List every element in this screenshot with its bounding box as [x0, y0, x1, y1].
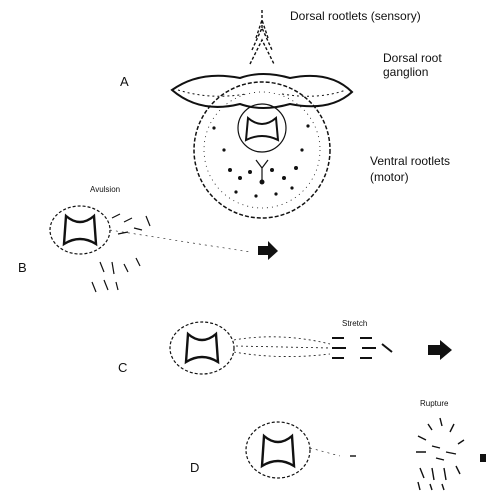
arrow-b [258, 241, 278, 260]
grey-matter-b [64, 216, 96, 244]
grey-matter-d [262, 436, 294, 466]
spinal-cord-cross-section-c [170, 322, 234, 374]
dorsal-root-ganglion [172, 74, 352, 108]
panel-label-b: B [18, 260, 27, 275]
dorsal-rootlets-label: Dorsal rootlets (sensory) [290, 9, 421, 23]
dorsal-rootlets [250, 10, 274, 64]
dorsal-root-ganglion-label-2: ganglion [383, 65, 428, 79]
grey-matter-c [186, 334, 218, 362]
spinal-cord-cross-section-b [50, 206, 110, 254]
square-marker-icon [480, 454, 486, 462]
avulsed-rootlets [92, 214, 150, 292]
panel-a: A Dorsal rootlets (sensory) Dorsal root … [120, 9, 450, 218]
panel-d: D Rupture [190, 399, 486, 490]
ventral-rootlets-label-1: Ventral rootlets [370, 154, 450, 168]
ventral-rootlets-label-2: (motor) [370, 170, 409, 184]
avulsion-label: Avulsion [90, 185, 120, 194]
panel-c: C Stretch [118, 319, 452, 375]
ruptured-rootlets [416, 418, 464, 490]
grey-matter-a [246, 118, 278, 140]
rupture-label: Rupture [420, 399, 449, 408]
panel-b: B Avulsion [18, 185, 278, 292]
panel-label-c: C [118, 360, 127, 375]
stretched-rootlets [234, 337, 330, 357]
spinal-cord-cross-section-a [194, 82, 330, 218]
arrow-c [428, 340, 452, 360]
stretch-label: Stretch [342, 319, 367, 328]
dorsal-root-ganglion-label-1: Dorsal root [383, 51, 442, 65]
panel-label-a: A [120, 74, 129, 89]
panel-label-d: D [190, 460, 199, 475]
spinal-cord-cross-section-d [246, 422, 310, 478]
stretch-rootlet-marks [332, 338, 392, 358]
